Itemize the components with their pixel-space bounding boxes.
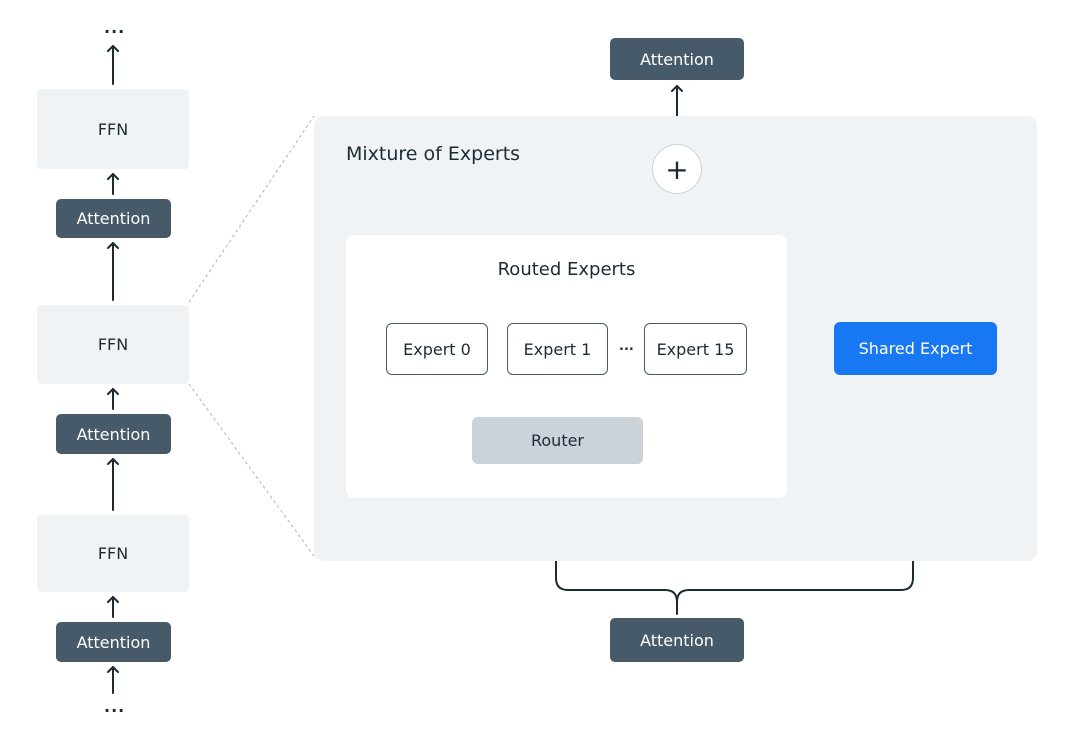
attention-label: Attention [640,630,714,650]
shared-expert-label: Shared Expert [858,339,973,358]
expert-label: Expert 1 [523,339,592,359]
moe-title: Mixture of Experts [346,143,521,165]
expert-ellipsis: ... [619,339,634,354]
attention-bottom: Attention [610,618,744,662]
shared-expert: Shared Expert [834,322,997,375]
attention-label: Attention [76,209,151,228]
expert-1: Expert 1 [507,323,608,375]
ffn-label: FFN [97,119,129,139]
ffn-label: FFN [97,544,129,563]
attention-block-3: Attention [56,622,171,662]
bottom-ellipsis: ... [104,697,126,716]
plus-symbol: + [665,152,689,186]
expert-label: Expert 15 [656,339,735,359]
expert-15: Expert 15 [644,323,747,375]
attention-block-2: Attention [56,414,171,454]
router: Router [472,417,643,464]
attention-label: Attention [640,49,714,69]
ffn-block-bottom: FFN [37,515,189,592]
routed-experts-title: Routed Experts [497,259,636,280]
ffn-block-top: FFN [37,89,189,169]
expert-label: Expert 0 [403,339,471,359]
router-label: Router [530,431,585,450]
attention-top: Attention [610,38,744,80]
attention-block-1: Attention [56,199,171,238]
top-ellipsis: ... [104,18,126,37]
ffn-label: FFN [97,335,129,354]
plus-icon: + [652,144,702,194]
attention-label: Attention [76,424,151,444]
attention-label: Attention [76,632,151,652]
ffn-block-middle: FFN [37,305,189,384]
expert-0: Expert 0 [386,323,488,375]
